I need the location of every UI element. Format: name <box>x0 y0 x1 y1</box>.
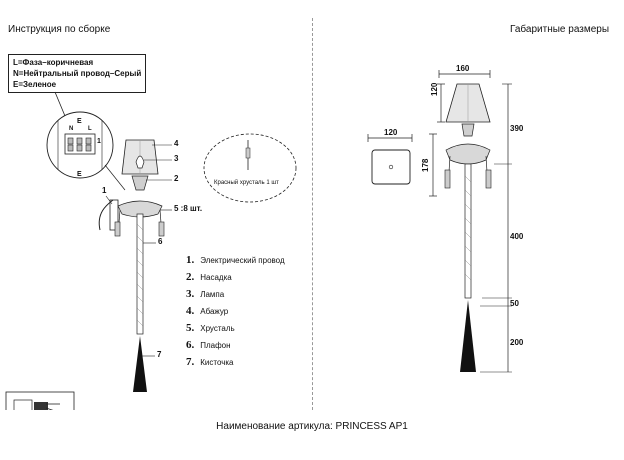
terminal-label-e-top: E <box>77 118 82 125</box>
crystal-ring <box>117 200 163 218</box>
rod-outline <box>464 163 472 299</box>
parts-list: 1. Электрический провод 2. Насадка 3. Ла… <box>186 252 285 371</box>
terminal-label-one: 1 <box>97 138 101 145</box>
dim-width-160: 160 <box>456 64 470 73</box>
assembly-drawing <box>5 91 297 410</box>
dim-shade-120: 120 <box>430 82 439 96</box>
dim-arm-178: 178 <box>421 158 430 172</box>
dim-width-120: 120 <box>384 128 398 137</box>
lamp-rod <box>136 213 144 335</box>
dim-height-50: 50 <box>510 299 519 308</box>
dimensions-title: Габаритные размеры <box>510 24 610 35</box>
lamp-bulb <box>135 155 145 169</box>
list-item: 6. Плафон <box>186 339 231 351</box>
list-item: 3. Лампа <box>186 288 225 300</box>
wiring-legend: L=Фаза–коричневая N=Нейтральный провод–С… <box>8 54 147 93</box>
article-name: Наименование артикула: PRINCESS AP1 <box>216 421 408 432</box>
dim-height-400: 400 <box>510 232 524 241</box>
wall-plate <box>109 199 119 231</box>
legend-line-phase: L=Фаза–коричневая <box>13 58 94 67</box>
tassel <box>133 336 147 392</box>
callout-3: 3 <box>174 154 179 163</box>
lamp-holder <box>131 175 149 191</box>
assembly-title: Инструкция по сборке <box>8 24 111 35</box>
terminal-label-e-bottom: E <box>77 171 82 178</box>
legend-line-neutral: N=Нейтральный провод–Серый <box>13 69 142 78</box>
terminal-label-l: L <box>88 126 92 132</box>
list-item: 1. Электрический провод <box>186 254 285 266</box>
dim-height-200: 200 <box>510 338 524 347</box>
callout-1: 1 <box>102 186 107 195</box>
callout-5: 5 :8 шт. <box>174 204 203 213</box>
electric-cable <box>98 199 114 231</box>
callout-7: 7 <box>157 350 162 359</box>
list-item: 2. Насадка <box>186 271 232 283</box>
section-divider <box>312 18 313 410</box>
legend-line-earth: E=Зеленое <box>13 80 57 89</box>
crystal-ring-outline <box>445 143 491 165</box>
dimension-drawing <box>367 70 512 373</box>
callout-4: 4 <box>174 139 179 148</box>
list-item: 5. Хрусталь <box>186 322 235 334</box>
list-item: 7. Кисточка <box>186 356 234 368</box>
red-crystal <box>245 147 251 159</box>
crystal-note: Красный хрусталь 1 шт <box>214 180 279 186</box>
callout-2: 2 <box>174 174 179 183</box>
callout-6: 6 <box>158 237 163 246</box>
terminal-label-n: N <box>69 126 74 132</box>
wall-plate-outline <box>371 149 411 185</box>
dim-height-390: 390 <box>510 124 524 133</box>
terminal-block-detail <box>46 111 114 179</box>
crystal-detail-circle <box>203 133 297 203</box>
hand-icon <box>34 402 48 410</box>
list-item: 4. Абажур <box>186 305 229 317</box>
tassel-outline <box>460 300 476 372</box>
